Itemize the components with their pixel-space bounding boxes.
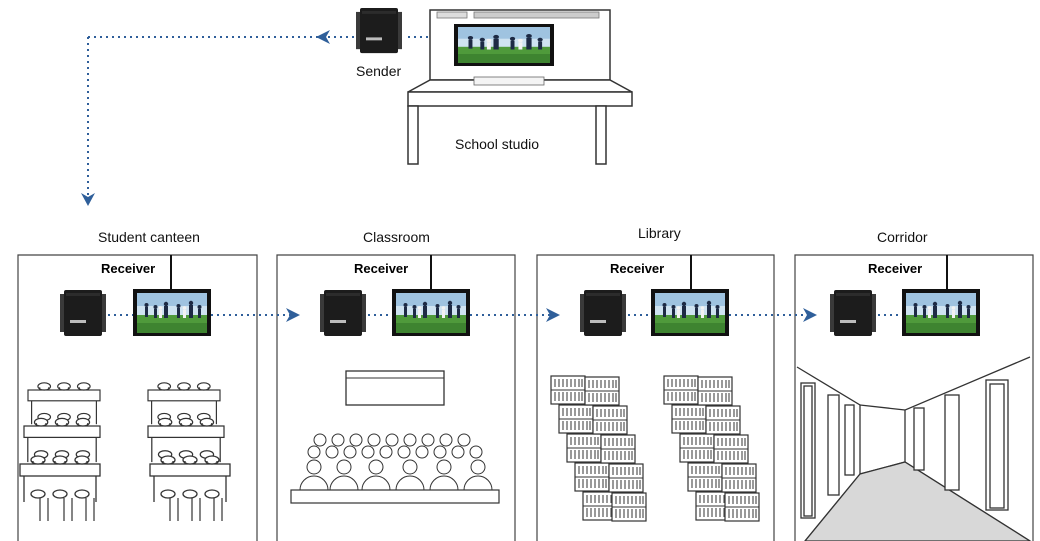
receiver-device-icon	[320, 290, 366, 336]
room-name-corridor: Corridor	[877, 229, 928, 245]
monitor-icon	[902, 289, 980, 336]
room-name-classroom: Classroom	[363, 229, 430, 245]
room-frames	[17, 254, 1034, 541]
arrow-down-to-canteen	[81, 193, 95, 206]
receiver-device-icon	[60, 290, 106, 336]
console-buttons	[436, 11, 600, 19]
lectern-icon	[345, 370, 445, 406]
sender-device-icon	[356, 8, 402, 54]
monitor-icon	[392, 289, 470, 336]
arrow-to-sender	[316, 30, 330, 44]
room-name-library: Library	[638, 225, 681, 241]
receiver-device-icon	[580, 290, 626, 336]
room-name-canteen: Student canteen	[98, 229, 200, 245]
link-sender-to-canteen	[87, 36, 430, 205]
studio-monitor-icon	[454, 24, 554, 66]
studio-label: School studio	[455, 136, 540, 152]
monitor-icon	[651, 289, 729, 336]
receiver-label: Receiver	[610, 261, 665, 276]
sender-label: Sender	[356, 63, 402, 79]
bookshelf-icon	[550, 375, 760, 522]
studio-desk-icon	[407, 9, 633, 165]
corridor-icon	[796, 356, 1032, 541]
receiver-label: Receiver	[868, 261, 923, 276]
audience-icon	[290, 433, 500, 504]
tables-icon	[19, 382, 231, 521]
keyboard-icon	[473, 76, 545, 86]
monitor-icon	[133, 289, 211, 336]
chain-arrows	[286, 308, 817, 322]
receiver-label: Receiver	[101, 261, 156, 276]
receiver-device-icon	[830, 290, 876, 336]
receiver-label: Receiver	[354, 261, 409, 276]
